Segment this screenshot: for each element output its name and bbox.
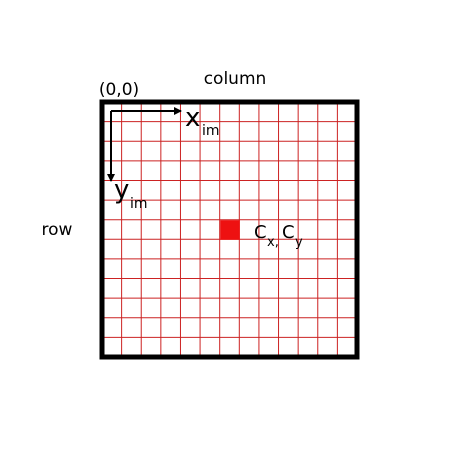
column-label: column bbox=[204, 69, 267, 89]
center-x-subscript: x, bbox=[267, 235, 279, 250]
pixel-grid bbox=[102, 102, 357, 357]
center-pixel bbox=[220, 220, 240, 240]
image-border bbox=[99, 99, 360, 360]
center-cx-label: C bbox=[254, 222, 267, 243]
y-axis-label: y bbox=[114, 175, 129, 205]
row-label: row bbox=[42, 220, 73, 240]
origin-label: (0,0) bbox=[99, 80, 139, 100]
x-axis-subscript: im bbox=[202, 123, 220, 139]
center-y-subscript: y bbox=[295, 235, 303, 250]
y-axis-subscript: im bbox=[130, 196, 148, 212]
x-axis-label: x bbox=[185, 103, 200, 133]
center-cy-label: C bbox=[282, 222, 295, 243]
